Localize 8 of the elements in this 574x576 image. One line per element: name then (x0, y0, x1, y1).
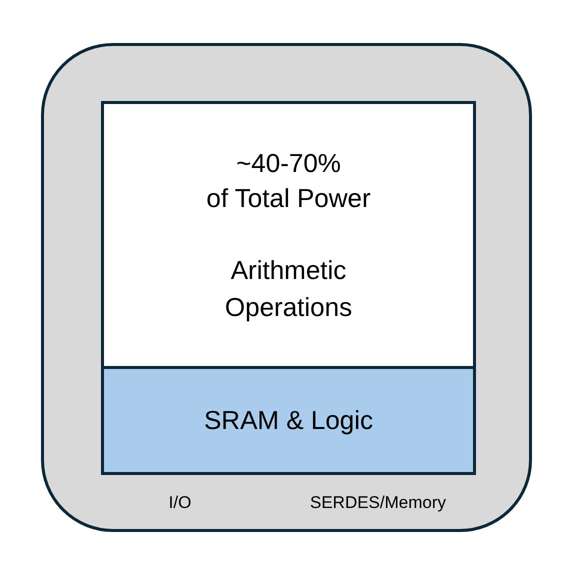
power-share-text: ~40-70% of Total Power (205, 147, 372, 215)
compute-block (101, 101, 476, 369)
block-title: SRAM & Logic (202, 404, 374, 437)
serdes-memory-label: SERDES/Memory (308, 492, 448, 514)
sram-logic-block (101, 366, 476, 475)
io-label: I/O (168, 492, 192, 514)
chip-outline (41, 43, 532, 532)
block-title: Arithmetic Operations (224, 254, 354, 324)
